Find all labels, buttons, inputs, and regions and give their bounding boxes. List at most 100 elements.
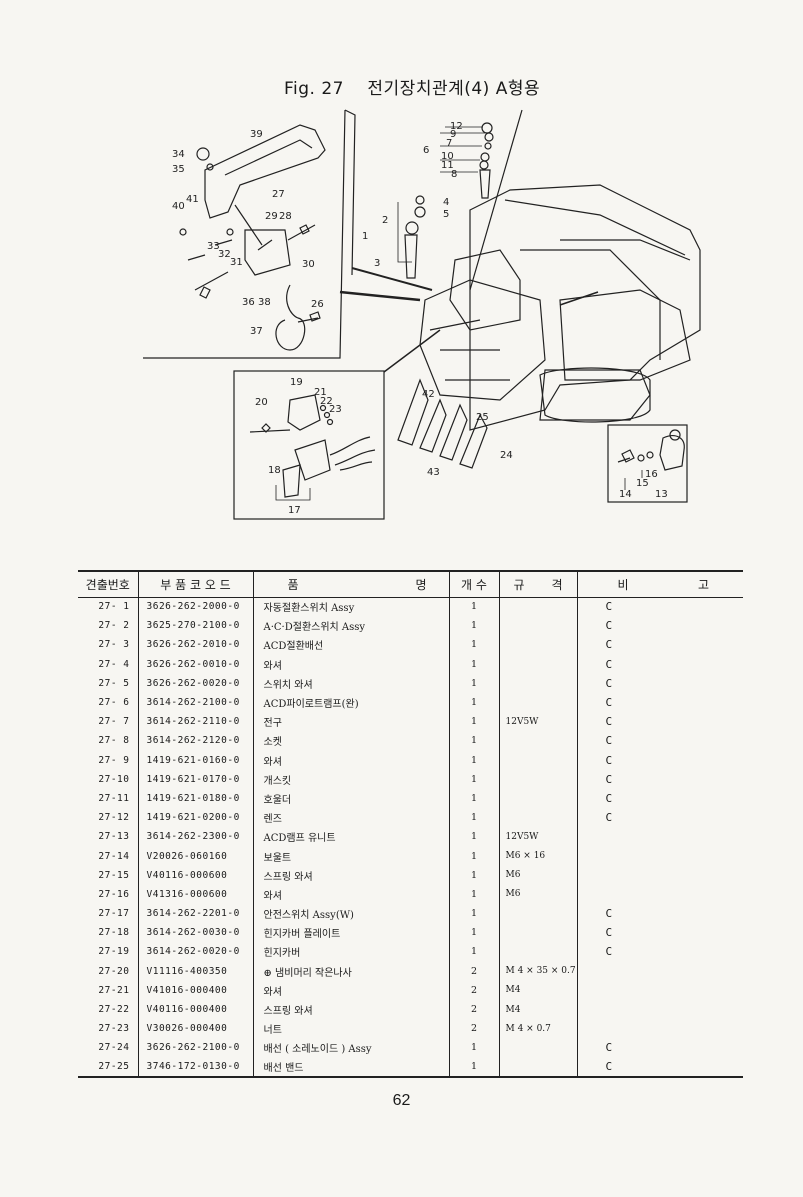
ref-no-cell: 27-15 <box>98 869 130 881</box>
part-code-cell: V40116-000400 <box>137 999 253 1020</box>
remarks-cell: C <box>576 1057 743 1078</box>
part-code-cell: V41016-000400 <box>137 980 253 1000</box>
spec-cell: 12V5W <box>498 827 577 847</box>
inset-divider <box>469 109 523 291</box>
quantity-cell: 1 <box>448 846 499 866</box>
quantity-cell: 1 <box>448 1038 499 1058</box>
spec-cell <box>498 769 577 789</box>
spec-cell <box>498 1038 577 1058</box>
part-code-cell: 3626-262-2000-0 <box>137 597 253 617</box>
part-name-cell: 와셔 <box>252 750 449 770</box>
quantity-cell: 1 <box>448 692 499 713</box>
callout-29: 29 <box>265 211 278 222</box>
ref-no-cell: 27-24 <box>98 1042 130 1054</box>
callout-13: 13 <box>655 489 668 500</box>
quantity-cell: 2 <box>448 961 499 981</box>
callout-10: 10 <box>441 151 454 162</box>
callout-18: 18 <box>268 465 281 476</box>
quantity-cell: 1 <box>448 750 499 770</box>
callout-4: 4 <box>443 197 450 208</box>
spec-cell <box>498 788 577 809</box>
parts-list-table: 견출번호 부 품 코 오 드 품 명 개 수 규 격 비 고 <box>78 570 743 1078</box>
part-name-cell: ⊕ 냄비머리 작은나사 <box>252 961 449 981</box>
part-name-cell: 개스킷 <box>252 769 449 789</box>
spec-cell <box>498 616 577 636</box>
quantity-cell: 2 <box>448 1019 499 1039</box>
callout-7: 7 <box>446 138 453 149</box>
part-name-cell: 안전스위치 Assy(W) <box>252 904 449 924</box>
header-part-code: 부 품 코 오 드 <box>137 570 253 598</box>
inset-frame-upper-left <box>143 109 346 359</box>
part-code-cell: 1419-621-0180-0 <box>137 788 253 809</box>
spec-cell <box>498 673 577 693</box>
part-code-cell: 3614-262-2100-0 <box>137 692 253 713</box>
callout-22: 22 <box>320 396 333 407</box>
quantity-cell: 1 <box>448 712 499 732</box>
header-remarks-right: 고 <box>697 577 709 592</box>
ref-no-cell: 27-23 <box>98 1023 130 1035</box>
spec-cell: M 4 × 0.7 <box>498 1019 577 1039</box>
quantity-cell: 1 <box>448 635 499 655</box>
callout-20: 20 <box>255 397 268 408</box>
spec-cell: M4 <box>498 980 577 1000</box>
part-code-cell: V40116-000600 <box>137 865 253 885</box>
remarks-cell: C <box>576 808 743 828</box>
callout-43: 43 <box>427 467 440 478</box>
part-name-cell: ACD램프 유니트 <box>252 827 449 847</box>
callout-15: 15 <box>636 478 649 489</box>
part-code-cell: 3614-262-2110-0 <box>137 712 253 732</box>
header-quantity: 개 수 <box>448 570 499 598</box>
part-name-cell: 스위치 와셔 <box>252 673 449 693</box>
part-code-cell: 3614-262-0030-0 <box>137 923 253 943</box>
remarks-cell: C <box>576 942 743 962</box>
ref-no-cell: 27-11 <box>98 792 130 804</box>
part-name-cell: 와셔 <box>252 884 449 904</box>
ref-no-cell: 27-22 <box>98 1004 130 1016</box>
remarks-cell: C <box>576 692 743 713</box>
remarks-cell: C <box>576 712 743 732</box>
remarks-cell: C <box>576 635 743 655</box>
exploded-view-drawing <box>143 109 701 520</box>
callout-6: 6 <box>423 145 430 156</box>
header-remarks: 비 고 <box>576 570 743 598</box>
ref-no-cell: 27-12 <box>98 812 130 824</box>
spec-cell <box>498 692 577 713</box>
part-code-cell: 3626-262-0010-0 <box>137 654 253 674</box>
header-spec-right: 격 <box>551 577 563 592</box>
remarks-cell: C <box>576 1038 743 1058</box>
header-spec-left: 규 <box>513 577 525 592</box>
callout-16: 16 <box>645 469 658 480</box>
remarks-cell: C <box>576 654 743 674</box>
inset-frame-safety-switch <box>233 370 385 520</box>
remarks-cell: C <box>576 904 743 924</box>
header-spec: 규 격 <box>498 570 577 598</box>
spec-cell <box>498 597 577 617</box>
callout-37: 37 <box>250 326 263 337</box>
part-name-cell: 배선 밴드 <box>252 1057 449 1078</box>
part-code-cell: 3626-262-2010-0 <box>137 635 253 655</box>
spec-cell <box>498 750 577 770</box>
part-code-cell: V11116-400350 <box>137 961 253 981</box>
header-part-name-right: 명 <box>415 577 427 592</box>
remarks-cell: C <box>576 923 743 943</box>
callout-27: 27 <box>272 189 285 200</box>
part-code-cell: 3746-172-0130-0 <box>137 1057 253 1078</box>
remarks-cell: C <box>576 616 743 636</box>
quantity-cell: 1 <box>448 597 499 617</box>
part-name-cell: 스프링 와셔 <box>252 999 449 1020</box>
quantity-cell: 1 <box>448 827 499 847</box>
ref-no-cell: 27-20 <box>98 965 130 977</box>
callout-40: 40 <box>172 201 185 212</box>
quantity-cell: 2 <box>448 999 499 1020</box>
quantity-cell: 1 <box>448 904 499 924</box>
